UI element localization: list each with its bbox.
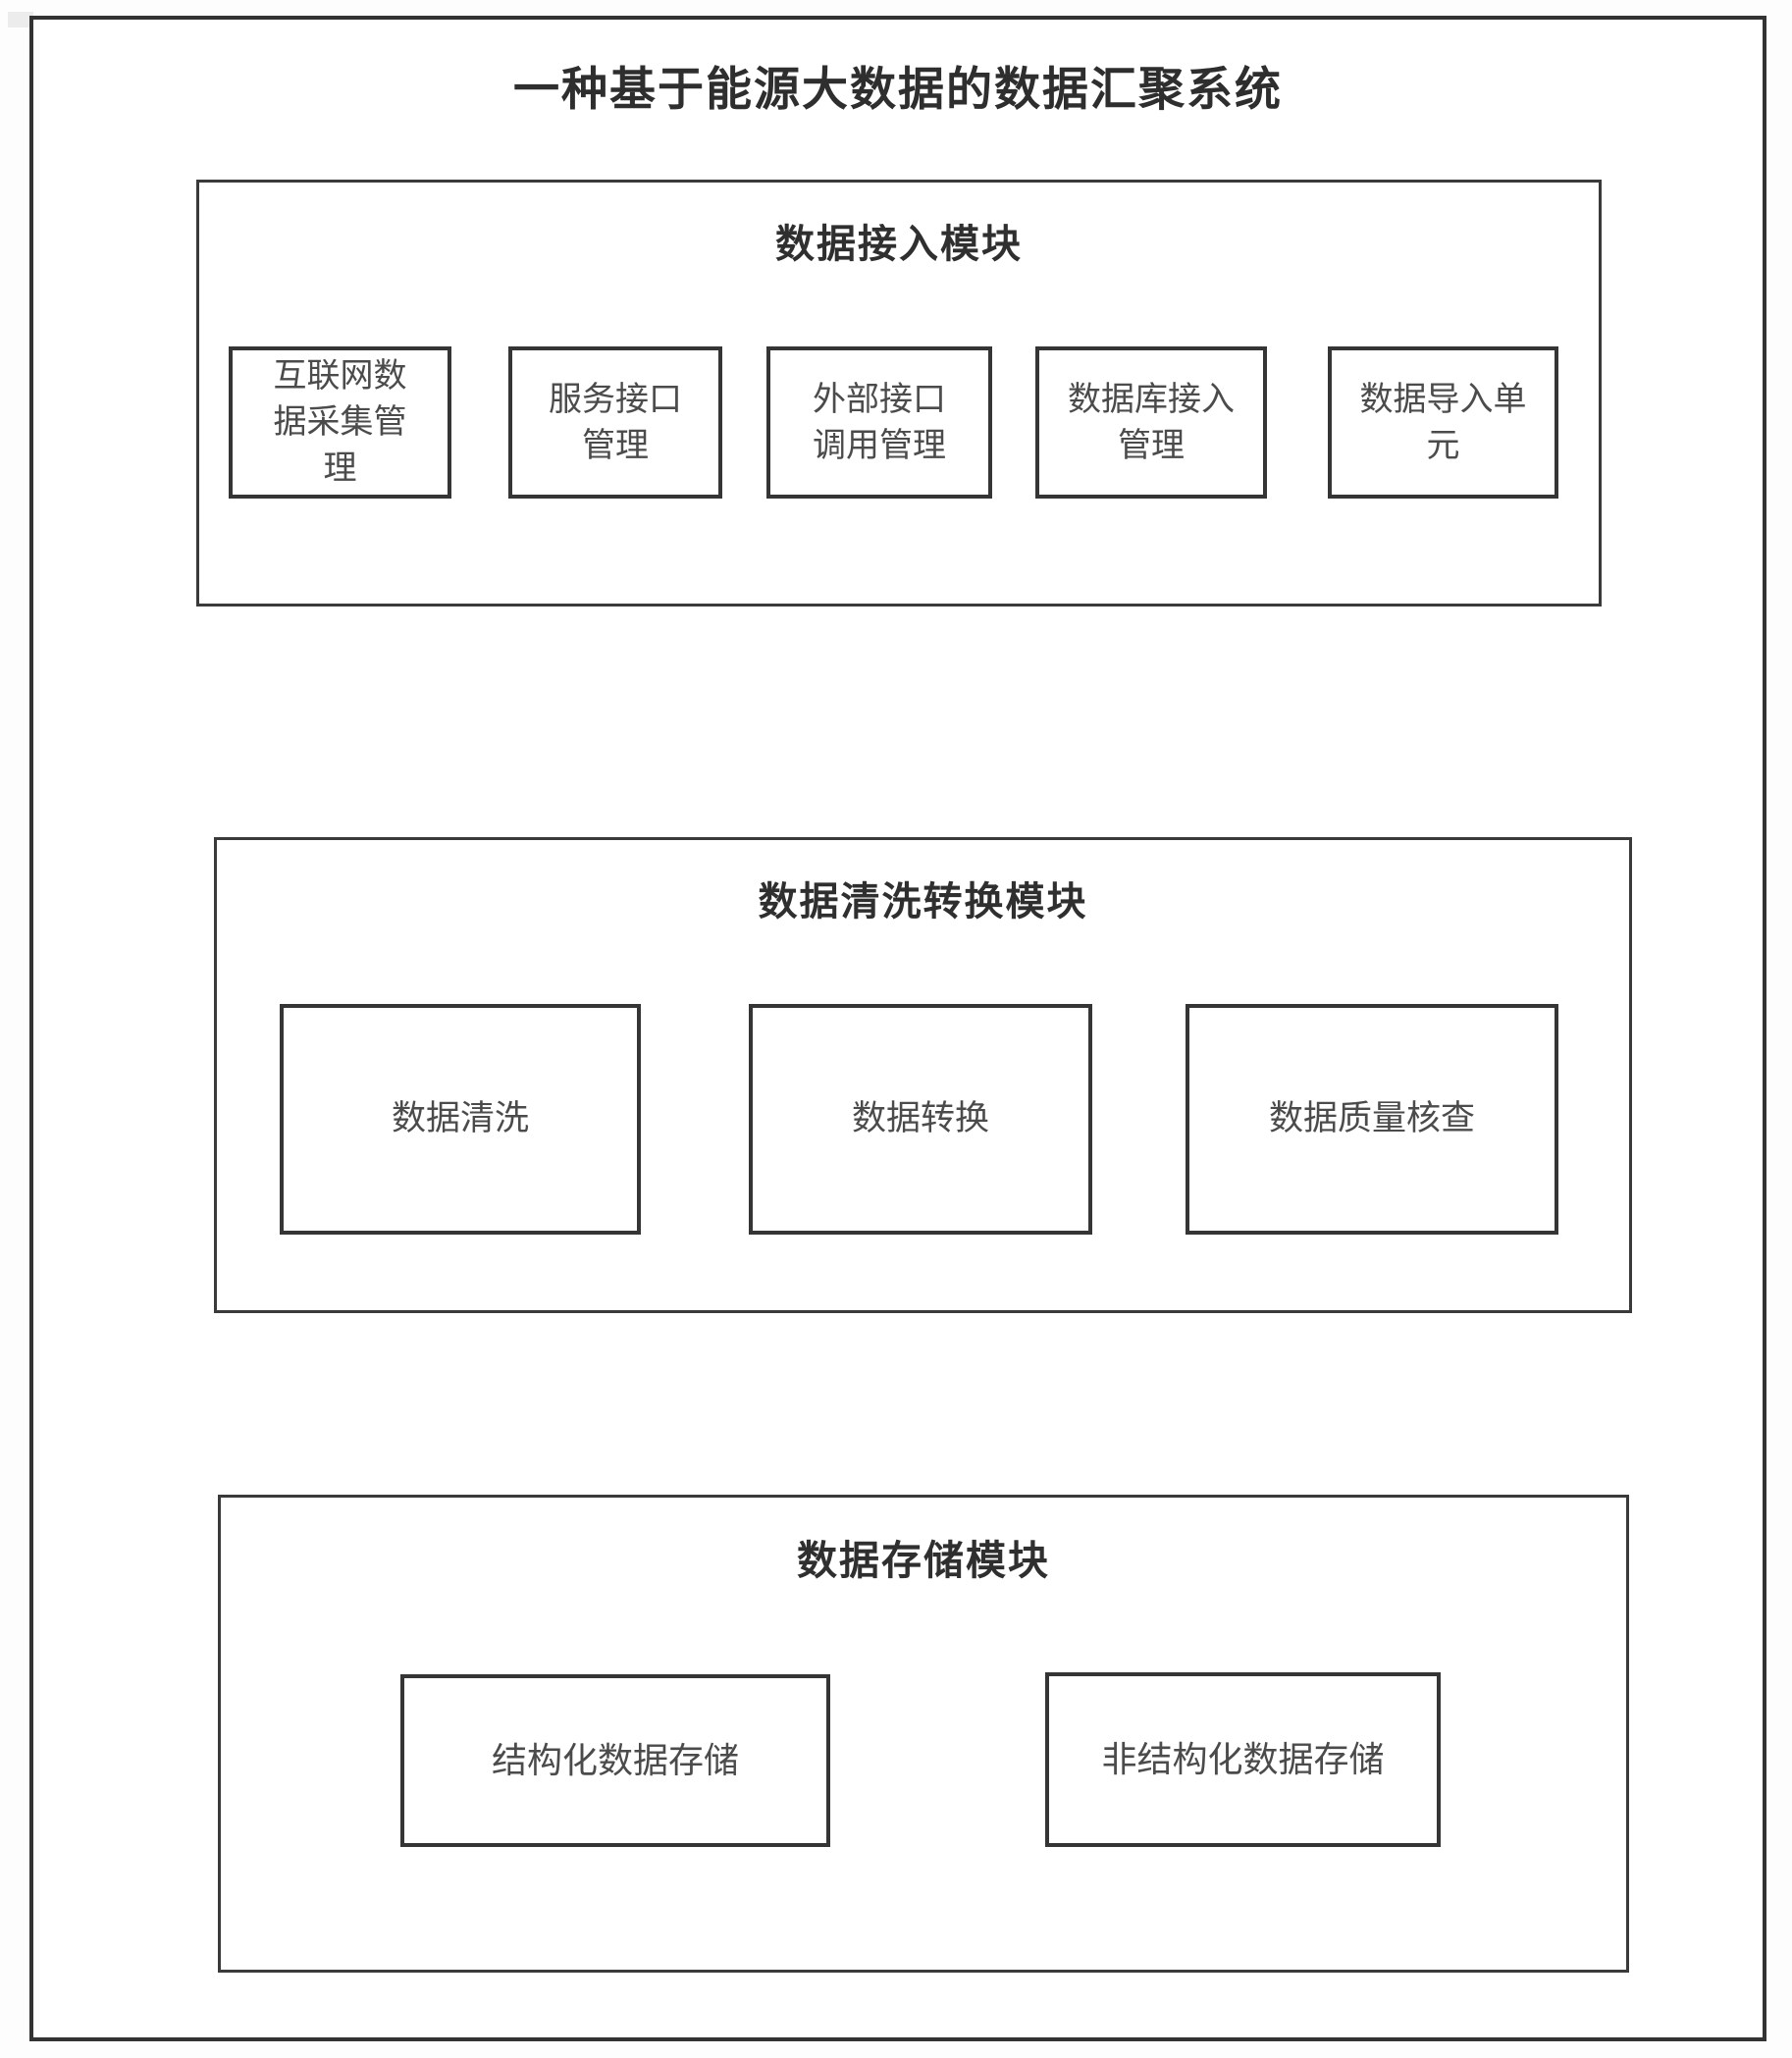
module-data-cleaning-transform-title: 数据清洗转换模块 xyxy=(758,880,1088,923)
scan-artifact xyxy=(8,12,33,27)
box-database-access-mgmt: 数据库接入管理 xyxy=(1035,346,1267,499)
box-internet-data-collection-mgmt: 互联网数据采集管理 xyxy=(229,346,451,499)
box-database-access-mgmt-label: 数据库接入管理 xyxy=(1068,380,1235,464)
module-data-access: 数据接入模块 互联网数据采集管理 服务接口管理 外部接口调用管理 数据库接入管理… xyxy=(196,180,1602,607)
box-data-transform-label: 数据转换 xyxy=(851,1099,989,1138)
box-structured-data-storage-label: 结构化数据存储 xyxy=(491,1740,739,1781)
box-data-quality-check: 数据质量核查 xyxy=(1186,1004,1558,1235)
box-external-interface-call-mgmt: 外部接口调用管理 xyxy=(766,346,992,499)
box-service-interface-mgmt-label: 服务接口管理 xyxy=(549,380,682,464)
module-data-storage: 数据存储模块 结构化数据存储 非结构化数据存储 xyxy=(218,1495,1629,1973)
box-data-import-unit: 数据导入单元 xyxy=(1328,346,1558,499)
box-data-transform: 数据转换 xyxy=(749,1004,1092,1235)
module-data-cleaning-transform: 数据清洗转换模块 数据清洗 数据转换 数据质量核查 xyxy=(214,837,1632,1313)
module-data-storage-title: 数据存储模块 xyxy=(797,1538,1050,1583)
box-structured-data-storage: 结构化数据存储 xyxy=(400,1674,830,1847)
box-internet-data-collection-mgmt-label: 互联网数据采集管理 xyxy=(273,357,407,487)
box-unstructured-data-storage-label: 非结构化数据存储 xyxy=(1101,1739,1385,1780)
box-unstructured-data-storage: 非结构化数据存储 xyxy=(1045,1672,1441,1847)
box-data-quality-check-label: 数据质量核查 xyxy=(1268,1099,1475,1138)
module-data-access-title: 数据接入模块 xyxy=(775,223,1023,266)
box-data-cleaning-label: 数据清洗 xyxy=(391,1099,529,1138)
box-service-interface-mgmt: 服务接口管理 xyxy=(508,346,722,499)
box-external-interface-call-mgmt-label: 外部接口调用管理 xyxy=(813,380,946,464)
diagram-title: 一种基于能源大数据的数据汇聚系统 xyxy=(513,63,1283,115)
box-data-cleaning: 数据清洗 xyxy=(280,1004,641,1235)
box-data-import-unit-label: 数据导入单元 xyxy=(1359,380,1527,464)
